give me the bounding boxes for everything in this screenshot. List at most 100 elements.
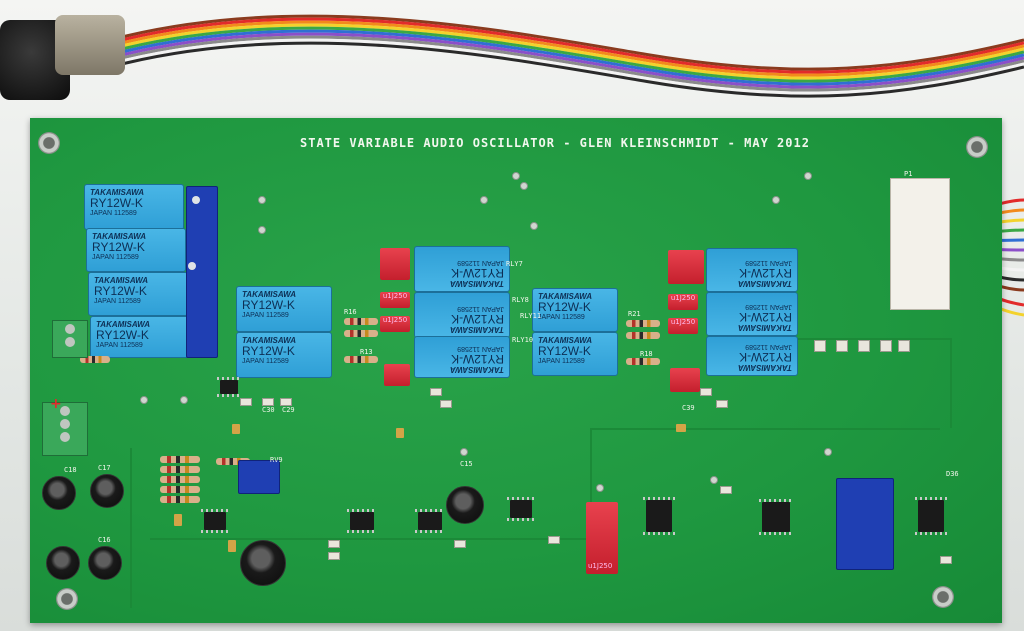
pcb-pad	[710, 476, 718, 484]
silk-label: RLY11	[520, 312, 542, 320]
trimmer-screw	[192, 196, 200, 204]
smd-component	[940, 556, 952, 564]
board-title-silkscreen: STATE VARIABLE AUDIO OSCILLATOR - GLEN K…	[300, 136, 810, 150]
trimmer-pot	[186, 186, 218, 358]
relay: TAKAMISAWA RY12W-K JAPAN 112589	[414, 336, 510, 378]
smd-component	[858, 340, 870, 352]
relay-model: RY12W-K	[739, 350, 792, 364]
tantalum-cap	[676, 424, 686, 432]
electrolytic-capacitor	[446, 486, 484, 524]
electrolytic-capacitor	[88, 546, 122, 580]
resistor	[80, 356, 110, 363]
pcb-pad	[804, 172, 812, 180]
pcb-trace	[780, 338, 950, 340]
silk-label: RLY7	[506, 260, 523, 268]
mounting-hole-tr	[966, 136, 988, 158]
film-capacitor: u1J250	[668, 318, 698, 334]
relay-brand: TAKAMISAWA	[538, 292, 593, 301]
relay-model: RY12W-K	[538, 344, 591, 358]
smd-component	[240, 398, 252, 406]
tantalum-cap	[228, 540, 236, 552]
film-capacitor: u1J250	[380, 316, 410, 332]
smd-component	[440, 400, 452, 408]
silk-label: D36	[946, 470, 959, 478]
ic-chip	[201, 509, 229, 533]
relay: TAKAMISAWA RY12W-K JAPAN 112589	[90, 316, 190, 358]
pcb-pad	[596, 484, 604, 492]
relay-brand: TAKAMISAWA	[449, 325, 504, 334]
relay-model: RY12W-K	[96, 328, 149, 342]
film-capacitor	[668, 250, 704, 284]
trimmer-screw	[188, 262, 196, 270]
relay-origin: JAPAN 112589	[94, 298, 141, 305]
ic-chip	[347, 509, 377, 533]
relay: TAKAMISAWA RY12W-K JAPAN 112589	[84, 184, 184, 230]
silk-label: C18	[64, 466, 77, 474]
relay: TAKAMISAWA RY12W-K JAPAN 112589	[236, 332, 332, 378]
resistor	[160, 486, 200, 493]
silk-label: R13	[360, 348, 373, 356]
terminal-block	[42, 402, 88, 456]
resistor	[344, 330, 378, 337]
capacitor-marking: u1J250	[382, 316, 408, 324]
smd-component	[262, 398, 274, 406]
capacitor-marking: u1J250	[382, 292, 408, 300]
tantalum-cap	[174, 514, 182, 526]
tantalum-cap	[232, 424, 240, 434]
pcb-pad	[258, 226, 266, 234]
relay-model: RY12W-K	[451, 266, 504, 280]
ic-chip	[643, 497, 675, 535]
film-capacitor: u1J250	[380, 292, 410, 308]
relay-model: RY12W-K	[739, 266, 792, 280]
smd-component	[720, 486, 732, 494]
relay-model: RY12W-K	[94, 284, 147, 298]
silk-label: C15	[460, 460, 473, 468]
relay-origin: JAPAN 112589	[242, 312, 289, 319]
relay-brand: TAKAMISAWA	[96, 320, 151, 329]
relay-origin: JAPAN 112589	[538, 358, 585, 365]
electrolytic-capacitor	[90, 474, 124, 508]
smd-component	[430, 388, 442, 396]
smd-component	[280, 398, 292, 406]
relay: TAKAMISAWA RY12W-K JAPAN 112589	[706, 248, 798, 292]
trimmer-pot	[836, 478, 894, 570]
relay-brand: TAKAMISAWA	[449, 365, 504, 374]
trimmer-pot	[238, 460, 280, 494]
relay-model: RY12W-K	[538, 300, 591, 314]
silk-label: RLY10	[512, 336, 534, 344]
relay-origin: JAPAN 112589	[745, 259, 792, 266]
silk-label: R16	[344, 308, 357, 316]
relay: TAKAMISAWA RY12W-K JAPAN 112589	[706, 292, 798, 336]
pcb-trace	[590, 428, 940, 430]
resistor	[160, 496, 200, 503]
pcb-pad	[460, 448, 468, 456]
relay-brand: TAKAMISAWA	[737, 279, 792, 288]
ic-chip	[915, 497, 947, 535]
pcb-pad	[772, 196, 780, 204]
mounting-hole-bl	[56, 588, 78, 610]
mounting-hole-br	[932, 586, 954, 608]
ribbon-header-connector	[890, 178, 950, 310]
relay: TAKAMISAWA RY12W-K JAPAN 112589	[88, 272, 188, 316]
relay: TAKAMISAWA RY12W-K JAPAN 112589	[414, 246, 510, 292]
relay-brand: TAKAMISAWA	[737, 323, 792, 332]
relay-origin: JAPAN 112589	[92, 254, 139, 261]
relay-brand: TAKAMISAWA	[449, 279, 504, 288]
relay-origin: JAPAN 112589	[242, 358, 289, 365]
pcb-pad	[480, 196, 488, 204]
silk-label: R18	[640, 350, 653, 358]
pcb-pad	[530, 222, 538, 230]
pcb-pad	[180, 396, 188, 404]
relay-origin: JAPAN 112589	[457, 259, 504, 266]
relay-brand: TAKAMISAWA	[242, 290, 297, 299]
relay-model: RY12W-K	[92, 240, 145, 254]
ic-chip	[507, 497, 535, 521]
capacitor-marking: u1J250	[588, 562, 613, 570]
silk-label: RLY8	[512, 296, 529, 304]
pcb-pad	[512, 172, 520, 180]
relay-brand: TAKAMISAWA	[538, 336, 593, 345]
smd-component	[454, 540, 466, 548]
relay-brand: TAKAMISAWA	[90, 188, 145, 197]
silk-label: C16	[98, 536, 111, 544]
relay-origin: JAPAN 112589	[745, 303, 792, 310]
